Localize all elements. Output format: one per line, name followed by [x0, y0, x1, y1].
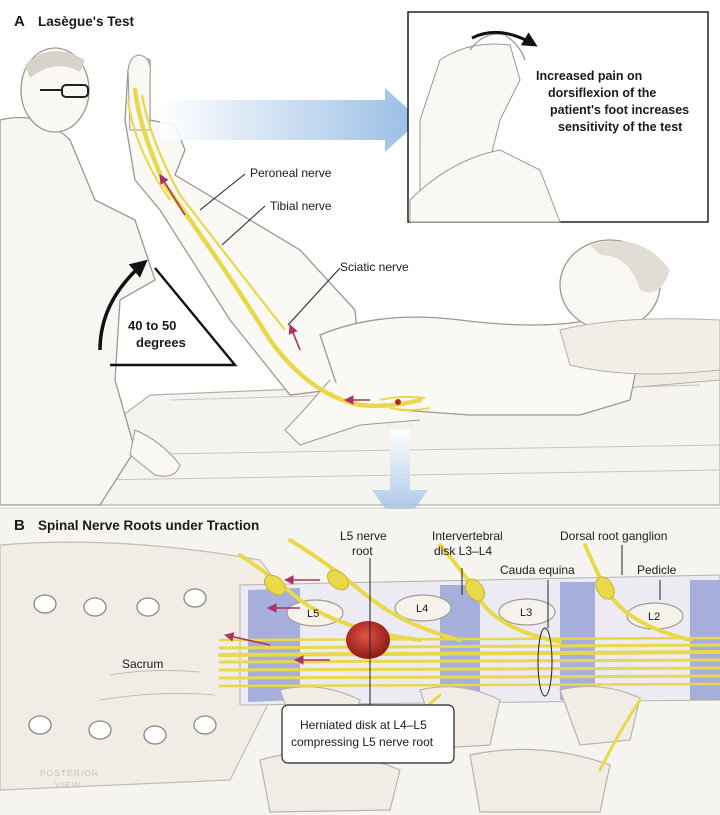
view-label-1: POSTERIOR	[40, 768, 99, 778]
vertebra-label-l2: L2	[648, 611, 660, 623]
pedicle-label: Pedicle	[637, 563, 677, 577]
inset-caption: Increased pain on dorsiflexion of the pa…	[536, 69, 689, 134]
vertebra-label-l4: L4	[416, 603, 428, 615]
dorsal-root-ganglia	[263, 569, 615, 602]
disk-label-1: Intervertebral	[432, 529, 503, 543]
sciatic-nerve-path	[127, 87, 431, 411]
cauda-marker	[537, 627, 553, 697]
ganglion-label: Dorsal root ganglion	[560, 529, 667, 543]
patient-body	[284, 239, 720, 446]
panel-b-title: Spinal Nerve Roots under Traction	[38, 518, 259, 533]
panel-a	[0, 11, 720, 530]
inset-line-1: Increased pain on	[536, 69, 642, 83]
panel-b	[0, 509, 720, 815]
examiner-figure	[0, 47, 181, 506]
panel-b-letter: B	[14, 517, 25, 534]
angle-label-1: 40 to 50	[128, 318, 176, 333]
cauda-equina-label: Cauda equina	[500, 563, 575, 577]
disk-label-2: disk L3–L4	[434, 544, 492, 558]
panel-a-title: Lasègue's Test	[38, 14, 135, 29]
l5-root-label-1: L5 nerve	[340, 529, 387, 543]
angle-indicator	[98, 259, 238, 367]
herniation-callout-box	[281, 704, 455, 764]
inset-line-3: patient's foot increases	[550, 103, 689, 117]
angle-label-2: degrees	[136, 335, 186, 350]
callout-line-2: compressing L5 nerve root	[291, 735, 434, 749]
zoom-arrow	[372, 430, 428, 530]
intervertebral-disks	[248, 580, 720, 702]
dorsiflexion-inset	[407, 11, 709, 223]
panel-a-leaders	[199, 173, 341, 326]
panel-a-letter: A	[14, 13, 25, 30]
sacrum-label: Sacrum	[122, 657, 163, 671]
vertebral-bodies	[286, 594, 684, 630]
sacral-foramina	[28, 588, 217, 745]
herniated-disk	[346, 621, 390, 659]
inset-line-2: dorsiflexion of the	[548, 86, 656, 100]
peroneal-nerve-label: Peroneal nerve	[250, 166, 332, 180]
inset-line-4: sensitivity of the test	[558, 120, 683, 134]
tibial-nerve-label: Tibial nerve	[270, 199, 332, 213]
vertebra-label-l5: L5	[307, 608, 319, 620]
callout-line-1: Herniated disk at L4–L5	[300, 718, 427, 732]
vertebra-label-l3: L3	[520, 607, 532, 619]
inset-arrow	[160, 88, 420, 152]
traction-arrows-b	[224, 575, 330, 665]
l5-root-label-2: root	[352, 544, 373, 558]
view-label-2: VIEW	[55, 780, 81, 790]
panel-b-leaders	[369, 545, 661, 705]
sciatic-nerve-label: Sciatic nerve	[340, 260, 409, 274]
